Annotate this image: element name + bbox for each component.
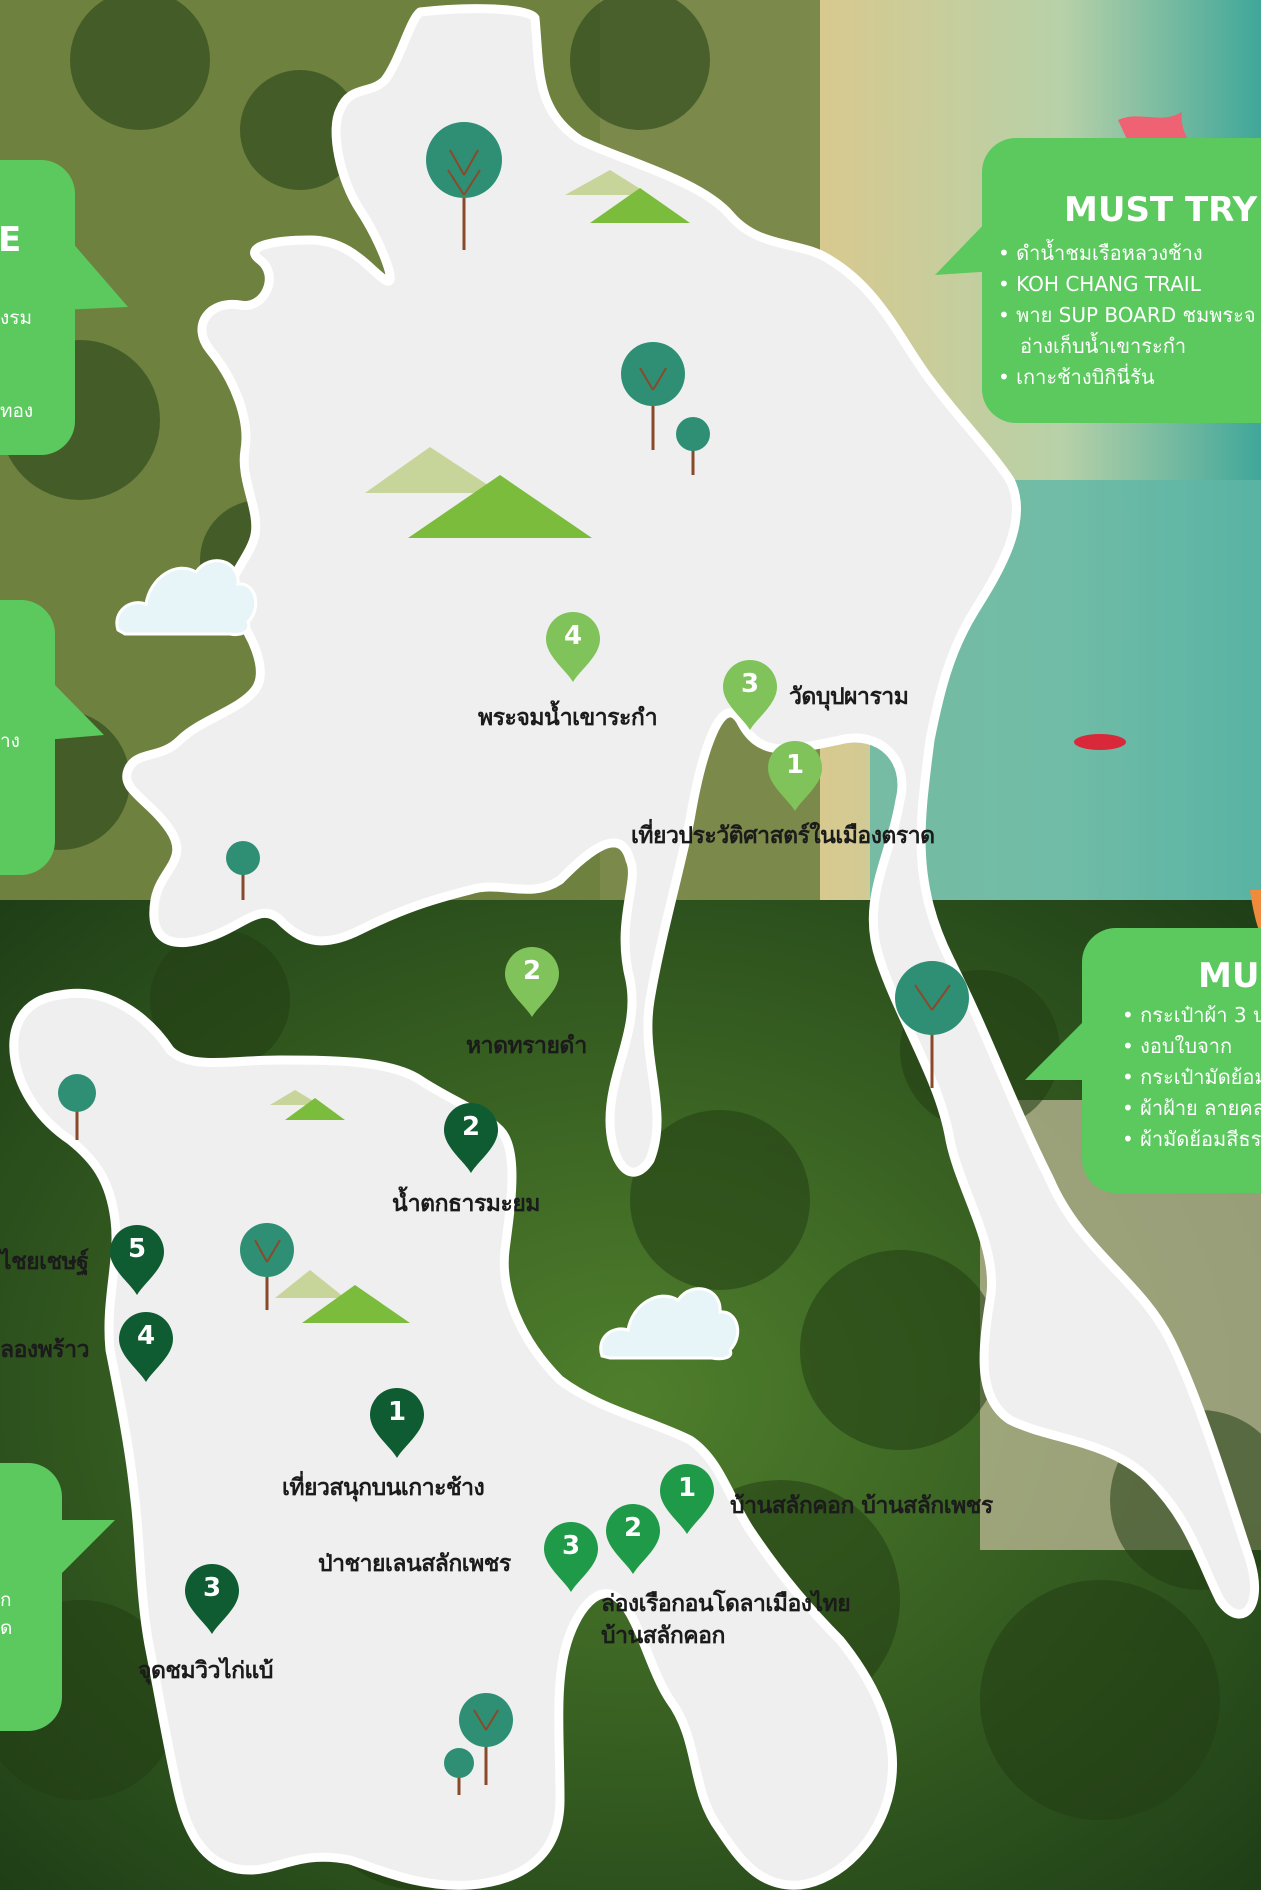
map-marker[interactable]: 2 xyxy=(503,947,561,1019)
tree-icon xyxy=(895,961,969,1035)
map-marker[interactable]: 1 xyxy=(658,1464,716,1536)
left-panel-text: าง xyxy=(0,730,20,752)
marker-number: 3 xyxy=(740,669,760,699)
list-item: • กระเป๋าผ้า 3 ป xyxy=(1122,1003,1261,1027)
marker-label[interactable]: ล่องเรือกอนโดลาเมืองไทย บ้านสลักคอก xyxy=(601,1588,851,1652)
tree-icon xyxy=(621,342,685,406)
map-marker[interactable]: 4 xyxy=(117,1312,175,1384)
marker-label-line: ล่องเรือกอนโดลาเมืองไทย xyxy=(601,1591,851,1617)
kayak-icon xyxy=(1074,734,1126,750)
tree-icon xyxy=(58,1074,96,1112)
left-panel-text: ูด xyxy=(0,1617,13,1639)
tree-icon xyxy=(444,1748,474,1778)
mountain-icon xyxy=(275,1270,410,1323)
list-item: • KOH CHANG TRAIL xyxy=(998,272,1201,296)
map-marker[interactable]: 1 xyxy=(766,741,824,813)
marker-label[interactable]: ป่าชายเลนสลักเพชร xyxy=(318,1551,511,1577)
mountain-icon xyxy=(565,170,690,223)
marker-number: 4 xyxy=(563,621,583,651)
marker-label-line: บ้านสลักคอก xyxy=(601,1623,725,1649)
left-panel-top: E งรม ทอง xyxy=(0,160,75,455)
tree-icon xyxy=(676,417,710,451)
map-marker[interactable]: 4 xyxy=(544,612,602,684)
list-item: • พาย SUP BOARD ชมพระจ xyxy=(998,303,1256,327)
marker-label[interactable]: จุดชมวิวไก่แบ้ xyxy=(138,1658,273,1684)
marker-number: 2 xyxy=(461,1112,481,1142)
marker-label[interactable]: บ้านสลักคอก บ้านสลักเพชร xyxy=(730,1493,993,1519)
cloud-icon xyxy=(115,559,258,636)
must-buy-list: • กระเป๋าผ้า 3 ป • งอบใบจาก • กระเป๋ามัด… xyxy=(1122,1000,1261,1155)
must-try-panel: MUST TRY • ดำน้ำชมเรือหลวงช้าง • KOH CHA… xyxy=(982,138,1261,423)
marker-number: 2 xyxy=(522,956,542,986)
must-try-title: MUST TRY xyxy=(1064,190,1258,230)
must-buy-panel: MUS • กระเป๋าผ้า 3 ป • งอบใบจาก • กระเป๋… xyxy=(1082,928,1261,1193)
list-item: • กระเป๋ามัดย้อม xyxy=(1122,1065,1261,1089)
mountain-icon xyxy=(270,1090,345,1120)
marker-number: 1 xyxy=(387,1397,407,1427)
marker-number: 2 xyxy=(623,1513,643,1543)
marker-label[interactable]: เที่ยวสนุกบนเกาะช้าง xyxy=(282,1475,485,1501)
marker-label[interactable]: พระจมน้ำเขาระกำ xyxy=(478,705,658,731)
list-item: อ่างเก็บน้ำเขาระกำ xyxy=(1020,334,1187,358)
tree-icon xyxy=(426,122,502,198)
left-panel-text: งรม xyxy=(0,307,33,329)
map-marker[interactable]: 2 xyxy=(442,1103,500,1175)
left-panel-text: ทอง xyxy=(0,400,34,422)
must-buy-title: MUS xyxy=(1198,956,1261,996)
marker-label[interactable]: วัดบุปผาราม xyxy=(789,684,909,710)
marker-number: 3 xyxy=(561,1531,581,1561)
left-panel-bottom: ก ูด xyxy=(0,1463,62,1731)
left-panel-middle: าง xyxy=(0,600,55,875)
list-item: • ผ้ามัดย้อมสีธร xyxy=(1122,1127,1261,1151)
map-marker[interactable]: 3 xyxy=(542,1522,600,1594)
marker-label[interactable]: เที่ยวประวัติศาสตร์ในเมืองตราด xyxy=(631,823,935,849)
map-marker[interactable]: 5 xyxy=(108,1225,166,1297)
mountain-icon xyxy=(365,447,592,538)
marker-label[interactable]: หาดทรายดำ xyxy=(466,1033,587,1059)
tree-icon xyxy=(240,1223,294,1277)
tree-icon xyxy=(226,841,260,875)
marker-label[interactable]: น้ำตกธารมะยม xyxy=(392,1191,540,1217)
list-item: • ผ้าฝ้าย ลายคล xyxy=(1122,1096,1261,1120)
marker-number: 3 xyxy=(202,1573,222,1603)
marker-label[interactable]: ลองพร้าว xyxy=(0,1337,89,1363)
south-landmass xyxy=(9,988,898,1890)
list-item: • งอบใบจาก xyxy=(1122,1034,1233,1058)
map-marker[interactable]: 2 xyxy=(604,1504,662,1576)
map-marker[interactable]: 1 xyxy=(368,1388,426,1460)
marker-number: 1 xyxy=(677,1473,697,1503)
list-item: • ดำน้ำชมเรือหลวงช้าง xyxy=(998,241,1203,265)
tree-icon xyxy=(459,1693,513,1747)
flag-icon xyxy=(1250,890,1261,935)
left-panel-title: E xyxy=(0,220,22,260)
marker-number: 5 xyxy=(127,1234,147,1264)
list-item: • เกาะช้างบิกินี่รัน xyxy=(998,365,1155,389)
left-panel-text: ก xyxy=(0,1589,12,1611)
marker-number: 1 xyxy=(785,750,805,780)
marker-label[interactable]: ไชยเชษฐ์ xyxy=(0,1249,89,1275)
map-marker[interactable]: 3 xyxy=(183,1564,241,1636)
map-marker[interactable]: 3 xyxy=(721,660,779,732)
cloud-icon xyxy=(599,1287,740,1361)
marker-number: 4 xyxy=(136,1321,156,1351)
north-landmass xyxy=(122,4,1259,1619)
must-try-list: • ดำน้ำชมเรือหลวงช้าง • KOH CHANG TRAIL … xyxy=(998,238,1256,393)
